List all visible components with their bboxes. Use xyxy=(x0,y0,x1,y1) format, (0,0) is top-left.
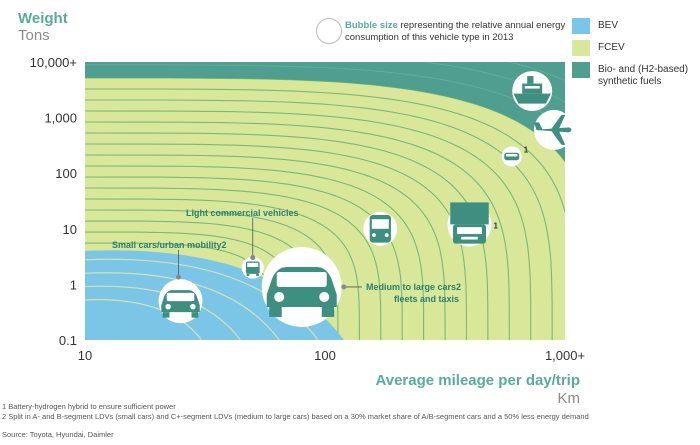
fcev-contour-line xyxy=(85,121,510,340)
vehicle-footnote-mark: 1 xyxy=(524,145,529,154)
bus-window xyxy=(371,219,389,229)
fcev-contour-line xyxy=(85,198,360,340)
car-window xyxy=(166,292,195,302)
legend-label-synth: Bio- and (H2-based) synthetic fuels xyxy=(598,64,689,87)
x-axis-unit: Km xyxy=(557,390,581,407)
truck-grille xyxy=(461,236,478,240)
plane-wing xyxy=(551,114,566,129)
ship-funnel xyxy=(527,76,534,84)
annotation-dot xyxy=(341,284,347,290)
train-window xyxy=(506,153,518,157)
fcev-contour-line xyxy=(85,77,565,163)
car-icon xyxy=(266,266,337,317)
car-light xyxy=(319,291,330,302)
legend-swatch-fcev xyxy=(572,40,590,56)
train-icon xyxy=(504,152,520,161)
y-axis-unit: Tons xyxy=(18,27,50,44)
car-icon xyxy=(161,290,200,318)
y-tick-label: 0.1 xyxy=(59,333,77,348)
bubble-size-icon xyxy=(316,18,342,44)
car-wheel xyxy=(162,312,170,318)
bus-icon xyxy=(369,214,391,243)
annotation-dot xyxy=(176,274,182,280)
fcev-contour-line xyxy=(85,110,532,340)
legend-swatch-synth xyxy=(572,62,590,78)
van-wheel xyxy=(256,273,259,276)
truck-icon xyxy=(450,202,489,244)
bubble-note-text: representing the relative annual energy … xyxy=(345,20,566,43)
bus-light xyxy=(372,233,376,238)
van-wheel xyxy=(246,273,250,276)
bubble-note-bold: Bubble size xyxy=(345,20,398,31)
annotation-label: Light commercial vehicles xyxy=(186,208,299,218)
y-tick-label: 100 xyxy=(55,166,77,181)
car-window xyxy=(276,271,327,287)
vehicle-footnote-mark: 1 xyxy=(493,221,498,230)
car-light xyxy=(274,291,285,302)
van-window xyxy=(247,262,259,267)
plane-icon xyxy=(534,114,572,145)
legend-label-bev: BEV xyxy=(598,20,619,31)
y-tick-label: 1,000 xyxy=(44,111,77,126)
car-wheel xyxy=(191,312,199,318)
fcev-contour-line xyxy=(85,154,446,340)
synth-contour-line xyxy=(420,62,565,103)
x-tick-label: 1,000+ xyxy=(545,348,585,363)
annotation-label: fleets and taxis xyxy=(394,294,459,304)
y-tick-label: 10 xyxy=(63,222,77,237)
x-tick-label: 10 xyxy=(78,348,92,363)
train-body xyxy=(504,152,520,161)
plane-fuselage xyxy=(534,127,572,133)
synth-region xyxy=(85,62,565,162)
x-axis-title: Average mileage per day/trip xyxy=(375,372,580,389)
annotation-label: Small cars/urban mobility2 xyxy=(112,240,227,250)
annotation-dot xyxy=(250,255,256,261)
fcev-contour-line xyxy=(85,88,565,214)
plane-tail xyxy=(534,122,543,130)
car-wheel xyxy=(269,306,282,317)
car-wheel xyxy=(321,306,335,317)
footnote-1: 1 Battery-hydrogen hybrid to ensure suff… xyxy=(2,402,176,411)
ship-icon xyxy=(513,76,551,104)
van-icon xyxy=(245,261,260,276)
car-light xyxy=(165,303,171,310)
plane-wing xyxy=(551,131,566,145)
x-tick-label: 100 xyxy=(314,348,336,363)
truck-box xyxy=(450,202,489,225)
ship-hull xyxy=(513,93,551,104)
fcev-contour-line xyxy=(85,99,553,340)
legend-swatch-bev xyxy=(572,18,590,34)
y-tick-label: 10,000+ xyxy=(30,55,77,70)
bus-light xyxy=(384,233,389,238)
fcev-contour-line xyxy=(85,187,382,340)
y-tick-label: 1 xyxy=(70,277,77,292)
bubble-size-note: Bubble size representing the relative an… xyxy=(345,20,570,44)
car-light xyxy=(190,303,196,310)
annotation-label: Medium to large cars2 xyxy=(366,282,461,292)
y-axis-title: Weight xyxy=(18,10,68,27)
footnote-2: 2 Split in A- and B-segment LDVs (small … xyxy=(2,412,589,421)
bev-contour-line xyxy=(85,272,280,340)
bev-contour-line xyxy=(85,299,203,340)
legend-label-fcev: FCEV xyxy=(598,42,625,53)
ship-window xyxy=(524,86,540,89)
fcev-contour-line xyxy=(85,176,403,340)
truck-window xyxy=(457,227,482,235)
source-note: Source: Toyota, Hyundai, Daimler xyxy=(2,430,114,439)
fcev-contour-line xyxy=(85,165,425,340)
